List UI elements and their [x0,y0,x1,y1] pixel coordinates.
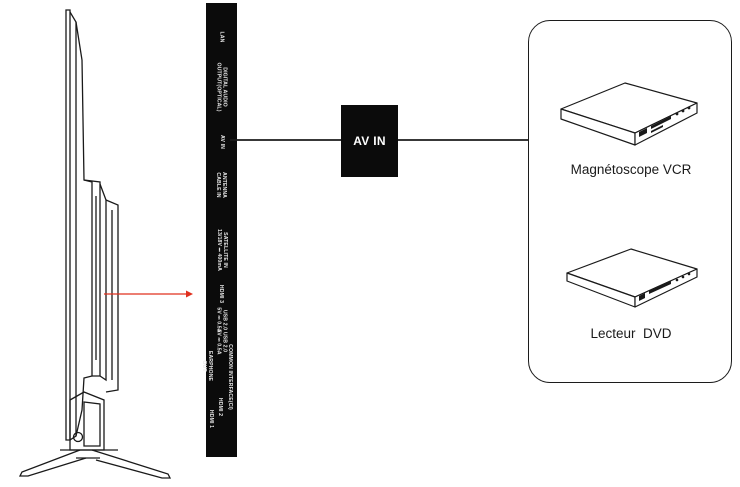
devices-box: Magnétoscope VCR Lecteur DVD [528,20,732,383]
av-in-label-box: AV IN [341,105,398,177]
dvd-player-icon [566,248,698,308]
connector-panel: LAN DIGITAL AUDIO OUTPUT(OPTICAL) AV IN … [201,3,237,457]
vcr-icon [560,82,698,146]
device-label-vcr: Magnétoscope VCR [570,162,692,177]
device-label-dvd: Lecteur DVD [590,326,672,341]
